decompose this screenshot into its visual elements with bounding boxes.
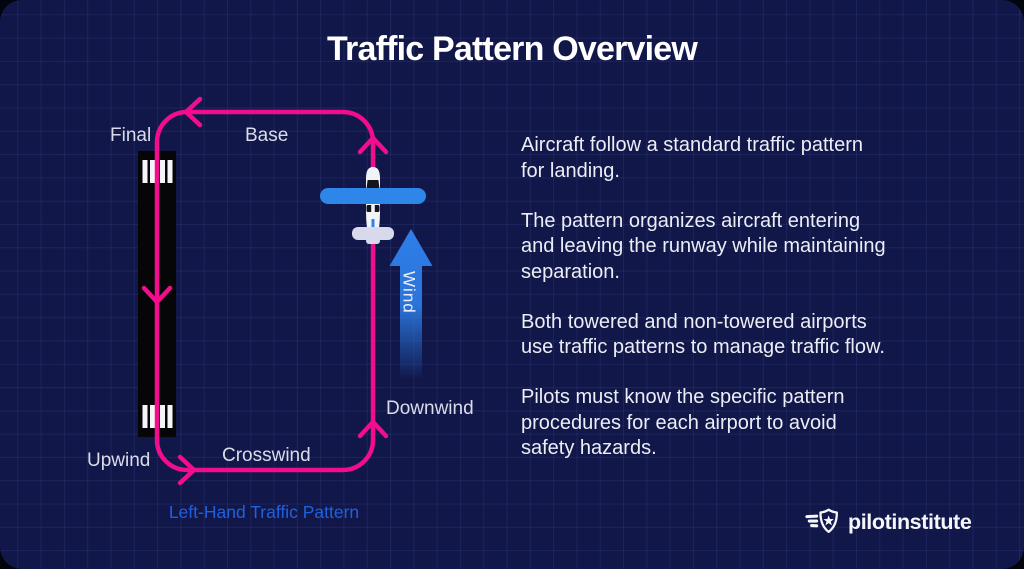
paragraph: Pilots must know the specific pattern pr… xyxy=(521,385,1001,462)
arrow-final-leg-down-icon xyxy=(141,285,173,305)
label-base: Base xyxy=(245,125,288,146)
paragraph-line: for landing. xyxy=(521,159,620,182)
paragraph-line: and leaving the runway while maintaining xyxy=(521,235,886,257)
page-title: Traffic Pattern Overview xyxy=(326,30,698,68)
runway-threshold-stripes-top xyxy=(142,160,173,183)
pattern-loop-path xyxy=(154,109,376,473)
airplane-wings xyxy=(320,188,426,204)
winged-shield-star-icon xyxy=(805,508,838,534)
airplane-icon xyxy=(320,167,426,244)
label-final: Final xyxy=(110,125,151,146)
airplane-tail-tab xyxy=(366,238,380,244)
label-upwind: Upwind xyxy=(87,450,150,471)
info-panel: Aircraft follow a standard traffic patte… xyxy=(521,133,1001,486)
label-downwind: Downwind xyxy=(386,398,474,419)
paragraph-line: separation. xyxy=(521,260,620,283)
paragraph-line: Both towered and non-towered airports xyxy=(521,310,867,333)
paragraph: Both towered and non-towered airports us… xyxy=(521,310,1001,361)
arrow-base-leg-left-icon xyxy=(183,96,203,128)
paragraph-line: safety hazards. xyxy=(521,437,657,459)
arrow-crosswind-leg-right-icon xyxy=(177,454,197,486)
wind-label: Wind xyxy=(400,271,419,314)
paragraph-line: use traffic patterns to manage traffic f… xyxy=(521,336,885,358)
wind-arrow-icon xyxy=(389,229,433,378)
runway-threshold-stripes-bottom xyxy=(142,405,173,428)
traffic-pattern-diagram: Wind Final Base Downwind Crosswind Upwin… xyxy=(87,96,474,522)
brand-logo: pilotinstitute xyxy=(803,504,972,540)
label-crosswind: Crosswind xyxy=(222,445,311,466)
airplane-cabin-center xyxy=(371,205,375,212)
diagram-caption: Left-Hand Traffic Pattern xyxy=(169,502,359,522)
paragraph-line: Aircraft follow a standard traffic patte… xyxy=(521,134,864,156)
paragraph: Aircraft follow a standard traffic patte… xyxy=(521,133,1001,184)
paragraph-line: Pilots must know the specific pattern xyxy=(521,386,845,408)
brand-name: pilotinstitute xyxy=(848,509,972,534)
arrow-downwind-leg-up-bottom-icon xyxy=(357,419,389,439)
paragraph-line: The pattern organizes aircraft entering xyxy=(521,209,861,232)
arrow-downwind-leg-up-top-icon xyxy=(357,135,389,155)
airplane-windshield xyxy=(366,180,380,188)
paragraph-line: procedures for each airport to avoid xyxy=(521,411,837,434)
paragraph: The pattern organizes aircraft entering … xyxy=(521,209,1001,286)
airplane-stabilizer xyxy=(352,227,394,240)
